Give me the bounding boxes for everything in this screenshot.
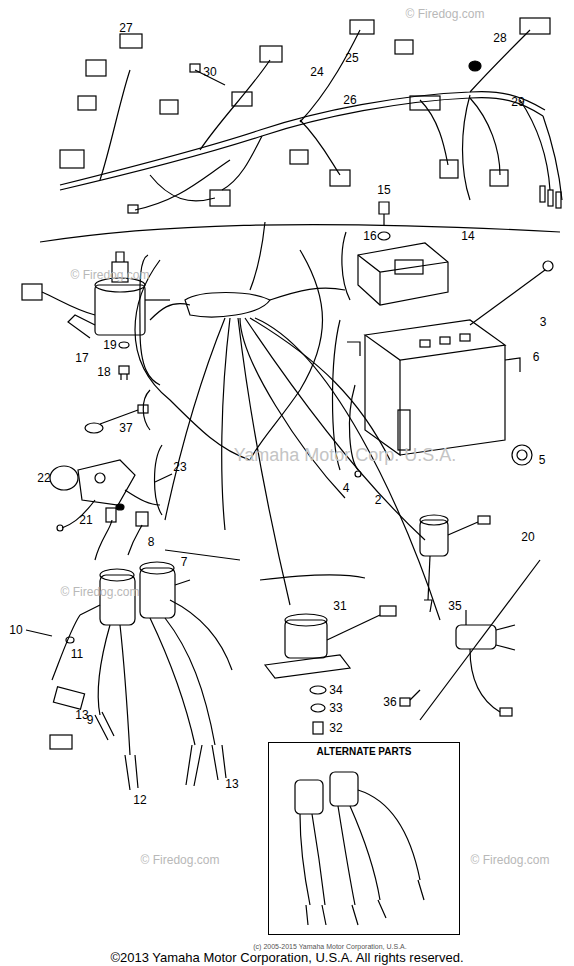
callout-number: 37 (119, 422, 132, 434)
group-bracket (40, 225, 560, 242)
callout-number: 34 (329, 684, 342, 696)
callout-number: 7 (181, 556, 188, 568)
callout-number: 2 (375, 494, 382, 506)
alternate-coil (295, 772, 424, 925)
wire-harness (60, 18, 562, 213)
callout-number: 5 (539, 454, 546, 466)
callout-number: 23 (173, 461, 186, 473)
callout-number: 19 (103, 339, 116, 351)
callout-number: 13 (225, 778, 238, 790)
callout-number: 28 (493, 32, 506, 44)
callout-number: 27 (119, 22, 132, 34)
harness-leads (135, 250, 440, 620)
callout-number: 35 (448, 600, 461, 612)
watermark: © Firedog.com (61, 586, 140, 598)
callout-number: 32 (329, 722, 342, 734)
callout-number: 12 (133, 794, 146, 806)
ignition-switch (22, 252, 170, 380)
callout-number: 11 (71, 648, 83, 660)
callout-number: 30 (203, 66, 216, 78)
watermark: © Firedog.com (71, 269, 150, 281)
wire-lead (85, 405, 148, 433)
callout-number: 25 (345, 52, 358, 64)
callout-number: 22 (37, 472, 50, 484)
watermark: © Firedog.com (141, 854, 220, 866)
ignition-coil (26, 508, 190, 680)
copyright-caption: ©2013 Yamaha Motor Corporation, U.S.A. A… (110, 951, 463, 964)
callout-number: 33 (329, 702, 342, 714)
callout-number: 6 (533, 351, 540, 363)
callout-number: 29 (511, 96, 524, 108)
callout-number: 36 (383, 696, 396, 708)
starter-relay (265, 606, 396, 734)
callout-number: 20 (521, 531, 534, 543)
callout-number: 8 (148, 536, 155, 548)
callout-number: 13 (75, 709, 88, 721)
callout-number: 3 (540, 316, 547, 328)
watermark: (c) 2005-2015 Yamaha Motor Corporation, … (253, 943, 406, 950)
alternate-parts-box: ALTERNATE PARTS (268, 742, 460, 935)
battery (347, 261, 553, 477)
callout-number: 18 (97, 366, 110, 378)
callout-number: 4 (343, 482, 350, 494)
box-heading: ALTERNATE PARTS (269, 743, 459, 757)
sender-unit (50, 460, 172, 531)
plug-leads (50, 600, 232, 790)
callout-number: 17 (75, 352, 88, 364)
callout-number: 16 (363, 230, 376, 242)
rectifier-regulator (358, 202, 448, 305)
switch-unit (420, 515, 490, 612)
callout-number: 15 (377, 184, 390, 196)
callout-number: 24 (310, 66, 323, 78)
watermark: © Firedog.com (406, 8, 485, 20)
callout-number: 14 (461, 230, 474, 242)
neutral-switch (400, 610, 515, 716)
callout-number: 31 (333, 600, 346, 612)
watermark: Yamaha Motor Corp. U.S.A. (234, 446, 457, 464)
callout-number: 21 (79, 514, 92, 526)
callout-number: 10 (9, 624, 22, 636)
callout-number: 26 (343, 94, 356, 106)
watermark: © Firedog.com (471, 854, 550, 866)
